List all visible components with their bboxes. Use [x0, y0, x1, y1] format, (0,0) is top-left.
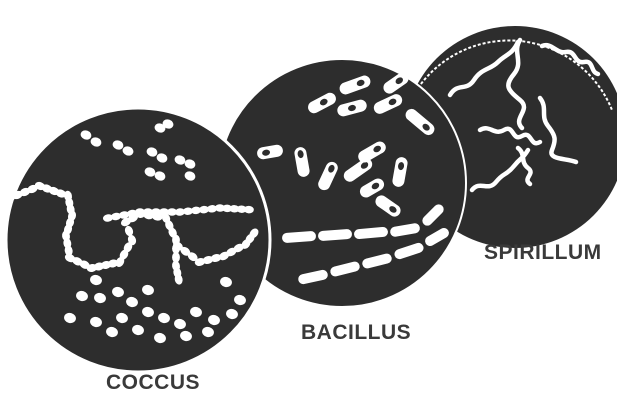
spirillum-label: SPIRILLUM: [484, 241, 602, 265]
coccus-label: COCCUS: [106, 371, 200, 395]
coccus-panel: [4, 108, 270, 372]
bacillus-label: BACILLUS: [301, 321, 411, 345]
